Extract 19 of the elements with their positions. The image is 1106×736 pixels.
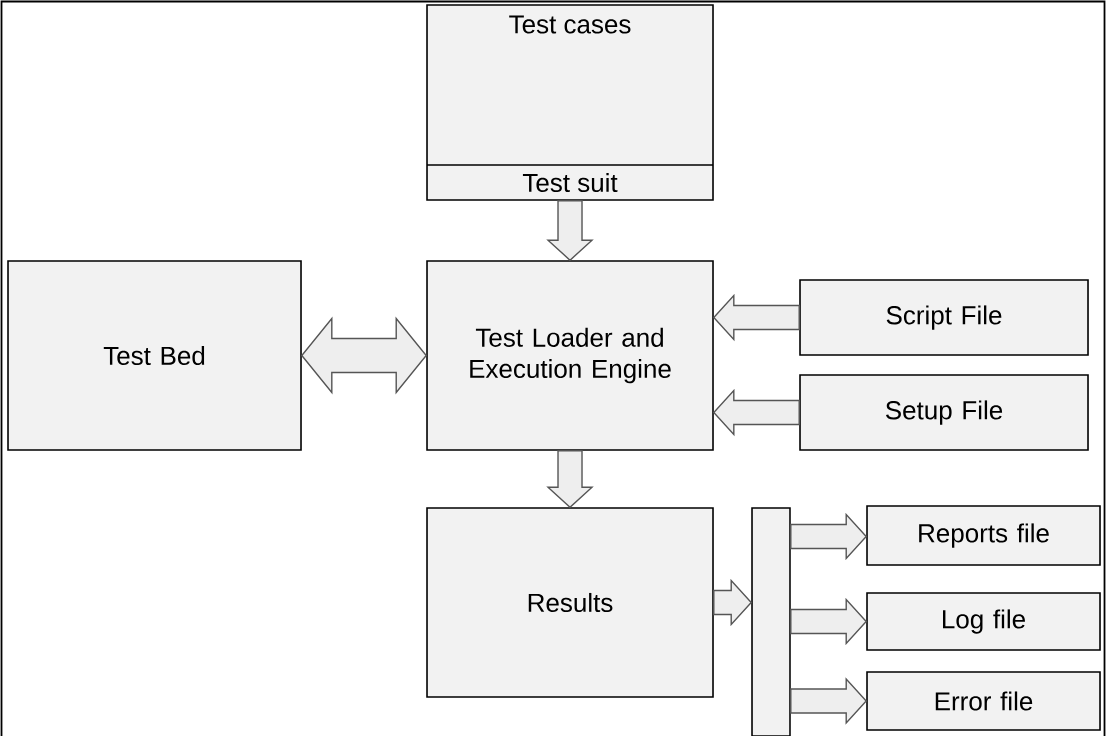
block-arrow: [790, 597, 868, 646]
block-arrow: [713, 578, 753, 627]
vertical-bar: [751, 507, 791, 736]
block-arrow: [546, 450, 594, 509]
block-arrow: [790, 677, 868, 725]
process-box: Results: [426, 507, 714, 698]
process-box: Reports file: [866, 505, 1101, 566]
block-arrow: [546, 200, 594, 262]
process-box: Script File: [799, 279, 1089, 356]
process-box: Test Bed: [7, 260, 302, 451]
box-heading: Test cases: [509, 15, 631, 34]
process-box: Test Loader and Execution Engine: [426, 260, 714, 451]
process-box: Error file: [866, 671, 1101, 731]
block-arrow: [712, 388, 800, 437]
block-arrow: [790, 512, 868, 561]
process-box: Setup File: [799, 374, 1089, 451]
box-footer-label: Test suit: [522, 172, 618, 193]
block-arrow: [712, 293, 800, 342]
process-box: Log file: [866, 592, 1101, 651]
